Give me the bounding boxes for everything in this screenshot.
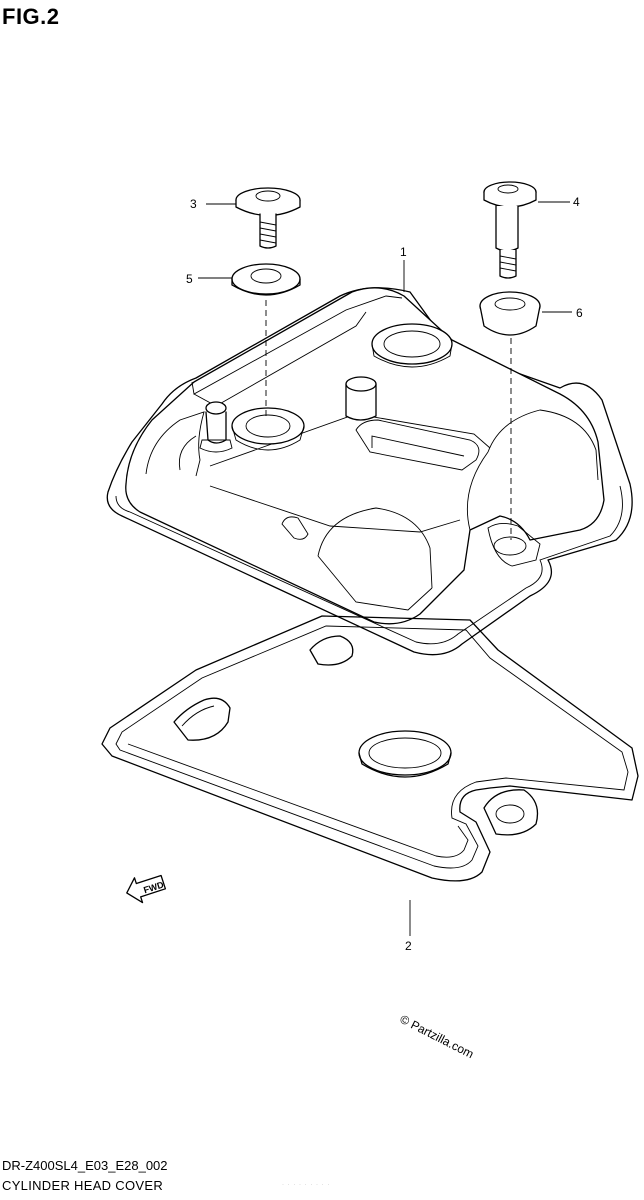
part-3-bolt[interactable] (235, 187, 301, 249)
faint-footer-text: · · · · · · · · · (282, 1182, 331, 1188)
figure-title: FIG.2 (2, 4, 60, 29)
callout-6: 6 (576, 306, 583, 320)
callout-3: 3 (190, 197, 197, 211)
callout-1: 1 (400, 245, 407, 259)
part-1-cylinder-head-cover[interactable] (106, 287, 633, 656)
part-5-washer[interactable] (231, 263, 301, 296)
part-2-gasket[interactable] (101, 615, 639, 882)
callout-5: 5 (186, 272, 193, 286)
fwd-arrow-icon: FWD (126, 874, 167, 904)
part-4-bolt[interactable] (483, 181, 537, 279)
diagram-code: DR-Z400SL4_E03_E28_002 (2, 1158, 168, 1173)
callout-4: 4 (573, 195, 580, 209)
part-6-grommet[interactable] (479, 291, 541, 336)
diagram-name: CYLINDER HEAD COVER (2, 1178, 164, 1193)
callout-2: 2 (405, 939, 412, 953)
